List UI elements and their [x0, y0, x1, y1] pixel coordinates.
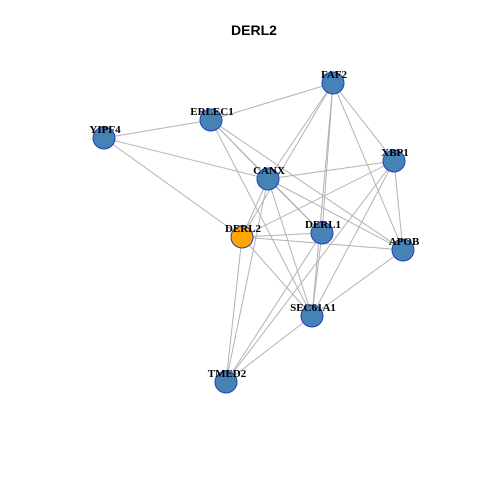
edge-erlec1-faf2 — [210, 82, 334, 121]
edge-canx-sec61a1 — [267, 178, 313, 317]
edge-derl2-sec61a1 — [241, 236, 313, 317]
edge-xbp1-canx — [267, 160, 395, 180]
edge-yipf4-derl2 — [103, 137, 243, 238]
edge-derl1-sec61a1 — [311, 232, 323, 317]
edge-faf2-xbp1 — [332, 82, 395, 162]
edge-derl2-derl1 — [241, 232, 323, 238]
edge-yipf4-erlec1 — [103, 119, 212, 139]
node-label-derl1: DERL1 — [305, 219, 341, 231]
node-label-tmed2: TMED2 — [208, 368, 247, 380]
edge-yipf4-canx — [103, 137, 269, 180]
edge-derl2-tmed2 — [225, 236, 243, 383]
node-yipf4[interactable] — [92, 126, 116, 150]
edge-sec61a1-tmed2 — [225, 315, 313, 383]
node-sec61a1[interactable] — [300, 304, 324, 328]
node-apob[interactable] — [391, 238, 415, 262]
node-erlec1[interactable] — [199, 108, 223, 132]
edge-canx-apob — [267, 178, 404, 251]
node-tmed2[interactable] — [214, 370, 238, 394]
node-faf2[interactable] — [321, 71, 345, 95]
graph-title: DERL2 — [231, 22, 277, 38]
node-label-erlec1: ERLEC1 — [190, 106, 233, 118]
edge-xbp1-sec61a1 — [311, 160, 395, 317]
edge-faf2-sec61a1 — [311, 82, 334, 317]
edge-faf2-derl2 — [241, 82, 334, 238]
node-label-sec61a1: SEC61A1 — [290, 302, 336, 314]
node-label-faf2: FAF2 — [321, 69, 348, 81]
edge-xbp1-derl2 — [241, 160, 395, 238]
edge-layer — [103, 82, 404, 383]
node-xbp1[interactable] — [382, 149, 406, 173]
node-derl2[interactable] — [230, 225, 254, 249]
node-canx[interactable] — [256, 167, 280, 191]
node-label-yipf4: YIPF4 — [89, 124, 121, 136]
edge-canx-derl1 — [267, 178, 323, 234]
edge-derl1-tmed2 — [225, 232, 323, 383]
node-label-apob: APOB — [389, 236, 420, 248]
edge-faf2-canx — [267, 82, 334, 180]
edge-apob-sec61a1 — [311, 249, 404, 317]
node-label-canx: CANX — [253, 165, 285, 177]
node-label-derl2: DERL2 — [225, 223, 262, 235]
node-derl1[interactable] — [310, 221, 334, 245]
edge-canx-tmed2 — [225, 178, 269, 383]
node-layer — [92, 71, 415, 394]
edge-xbp1-apob — [393, 160, 404, 251]
edge-erlec1-sec61a1 — [210, 119, 313, 317]
node-label-xbp1: XBP1 — [381, 147, 409, 159]
edge-xbp1-tmed2 — [225, 160, 395, 383]
edge-erlec1-apob — [210, 119, 404, 251]
edge-faf2-apob — [332, 82, 404, 251]
